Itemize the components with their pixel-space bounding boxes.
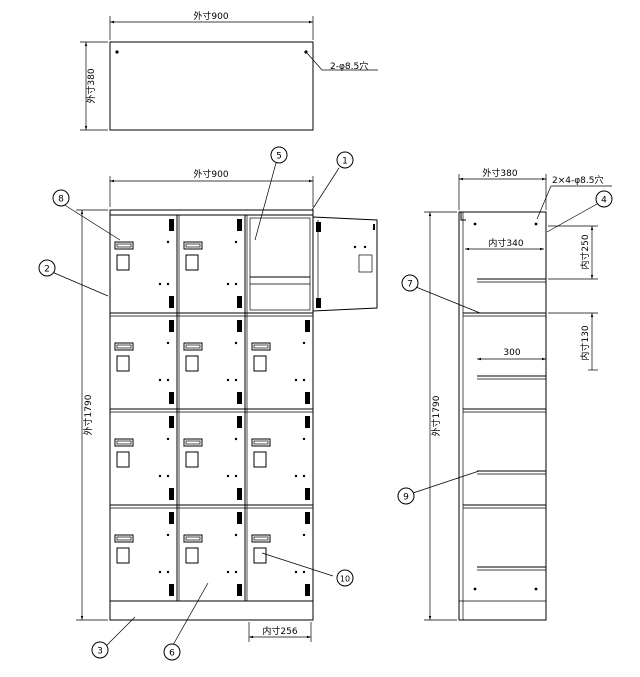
hinge-bottom (237, 488, 242, 500)
door-handle (183, 534, 203, 543)
mount-hole-left (115, 50, 119, 54)
hinge-bottom (305, 488, 310, 500)
callout-circle (38, 259, 56, 277)
side-depth-label: 外寸380 (482, 167, 517, 179)
hinge-bottom (237, 584, 242, 596)
callout-number: 2 (44, 265, 50, 275)
card-holder (253, 355, 267, 372)
callout-circle (397, 487, 415, 505)
hinge-bottom (169, 584, 174, 596)
door-handle (183, 438, 203, 447)
front-width-label: 外寸900 (193, 168, 228, 180)
door-handle (114, 342, 134, 351)
callout-number: 9 (403, 493, 409, 503)
hinge-top (237, 512, 242, 524)
top-view: 外寸900 外寸380 2-φ8.5穴 (80, 10, 378, 131)
front-view-outline (109, 209, 314, 621)
front-view: 外寸900 外寸1790 内寸256 (76, 168, 378, 642)
door-handle (251, 438, 271, 447)
open-compartment (249, 217, 311, 311)
callout-number: 3 (97, 647, 103, 657)
callout-bubbles: 1 2 3 4 5 6 7 8 9 10 (38, 146, 613, 661)
front-height-label: 外寸1790 (82, 394, 94, 435)
card-holder (185, 451, 199, 468)
card-holder (253, 451, 267, 468)
hinge-top (237, 320, 242, 332)
hinge-top (169, 320, 174, 332)
callout-number: 1 (342, 157, 348, 167)
callout-number: 8 (58, 195, 64, 205)
callout-circle (595, 190, 613, 208)
side-view: 外寸380 2×4-φ8.5穴 内寸340 300 内寸250 内寸130 外寸… (424, 167, 612, 621)
callouts (51, 162, 598, 647)
inner-height-upper-label: 内寸250 (579, 234, 591, 269)
open-door (312, 216, 378, 312)
card-holder (116, 451, 130, 468)
callout-number: 6 (169, 649, 175, 659)
hinge-bottom (169, 296, 174, 308)
door-handle (114, 534, 134, 543)
hole-leader (306, 52, 323, 71)
top-view-outline (109, 41, 314, 131)
hinge-bottom (237, 392, 242, 404)
hinge-bottom (237, 296, 242, 308)
door-handle (183, 241, 203, 250)
shelf-width-label: 300 (503, 348, 520, 358)
hinge-bottom (169, 488, 174, 500)
hinge-bottom (305, 584, 310, 596)
hinge-top (169, 512, 174, 524)
hinge-top (169, 416, 174, 428)
door-handle (251, 534, 271, 543)
top-hole-label: 2-φ8.5穴 (330, 60, 368, 72)
inner-width-label: 内寸256 (262, 625, 297, 637)
callout-circle (401, 274, 419, 292)
card-holder (116, 547, 130, 564)
callout-number: 10 (340, 575, 350, 584)
side-view-outline (458, 211, 547, 621)
callout-number: 4 (601, 196, 607, 206)
top-width-label: 外寸900 (193, 10, 228, 22)
hinge-top (305, 416, 310, 428)
top-depth-label: 外寸380 (85, 68, 97, 103)
hinge-top (169, 219, 174, 231)
nameplate (358, 254, 373, 273)
card-holder (116, 254, 130, 271)
hinge-top (237, 219, 242, 231)
callout-circle (270, 146, 288, 164)
callout-circle (91, 641, 109, 659)
card-holder (185, 355, 199, 372)
callout-circle (163, 643, 181, 661)
callout-number: 5 (276, 152, 282, 162)
side-inner-width-label: 内寸340 (488, 237, 523, 249)
callout-circle (336, 151, 354, 169)
card-holder (116, 355, 130, 372)
side-hole-label: 2×4-φ8.5穴 (552, 174, 604, 186)
callout-circle (336, 569, 354, 587)
side-shelves (477, 278, 546, 571)
mount-hole-right (304, 50, 308, 54)
hinge-bottom (169, 392, 174, 404)
hinge-top (305, 320, 310, 332)
side-height-label: 外寸1790 (430, 395, 442, 436)
card-holder-highlight (253, 547, 267, 564)
locker-doors (114, 219, 310, 596)
callout-circle (52, 189, 70, 207)
hinge-top (237, 416, 242, 428)
door-handle (114, 241, 134, 250)
card-holder (185, 254, 199, 271)
inner-height-lower-label: 内寸130 (579, 325, 591, 360)
callout-number: 7 (407, 280, 413, 290)
card-holder (185, 547, 199, 564)
hinge-bottom (305, 392, 310, 404)
hinge-top (305, 512, 310, 524)
door-handle (114, 438, 134, 447)
door-handle (183, 342, 203, 351)
door-handle (251, 342, 271, 351)
